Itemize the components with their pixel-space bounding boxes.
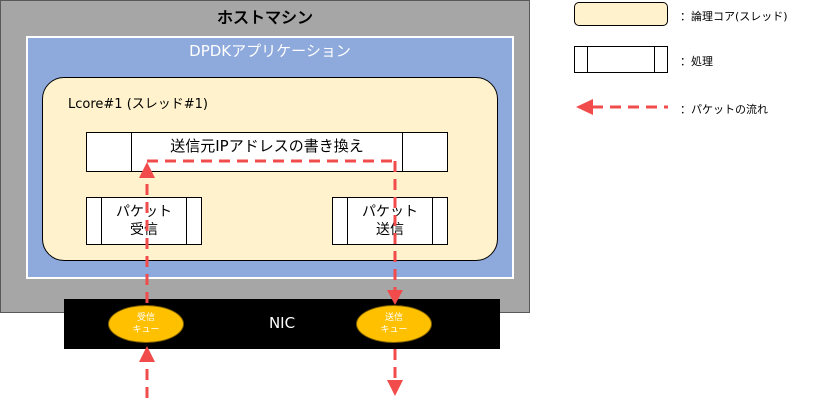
nic-label: NIC (268, 314, 296, 332)
lcore-title: Lcore#1 (スレッド#1) (68, 97, 209, 112)
packet-receive-line1: パケット (116, 204, 172, 220)
arrowhead-out-of-nic (387, 380, 403, 396)
legend-process-inner (587, 47, 655, 72)
rewrite-process-label: 送信元IPアドレスの書き換え (131, 133, 403, 171)
legend-flow-arrowhead (576, 99, 593, 115)
packet-receive-process-box: パケット 受信 (86, 197, 202, 245)
packet-receive-line2: 受信 (130, 222, 158, 238)
packet-send-line1: パケット (362, 204, 418, 220)
send-queue-line2: キュー (380, 325, 408, 335)
packet-send-line2: 送信 (376, 222, 404, 238)
host-machine-title: ホストマシン (216, 8, 313, 27)
legend-flow-label: ：パケットの流れ (680, 103, 768, 116)
receive-queue-line1: 受信 (136, 313, 155, 323)
legend-process-swatch (574, 46, 668, 73)
packet-send-process-box: パケット 送信 (332, 197, 448, 245)
receive-queue: 受信 キュー (108, 305, 184, 343)
arrowhead-into-rewrite (139, 162, 155, 178)
arrowhead-into-tx-queue (387, 290, 403, 305)
dpdk-application-title: DPDKアプリケーション (189, 42, 351, 60)
legend-core-swatch (574, 2, 668, 26)
receive-queue-line2: キュー (132, 325, 160, 335)
arrowhead-into-nic (139, 346, 155, 362)
packet-receive-process-label: パケット 受信 (101, 198, 187, 244)
send-queue-line1: 送信 (384, 313, 403, 323)
legend-core-label: ：論理コア(スレッド) (680, 10, 788, 23)
packet-send-process-label: パケット 送信 (347, 198, 433, 244)
send-queue: 送信 キュー (356, 305, 432, 343)
legend-process-label: ：処理 (680, 55, 713, 68)
